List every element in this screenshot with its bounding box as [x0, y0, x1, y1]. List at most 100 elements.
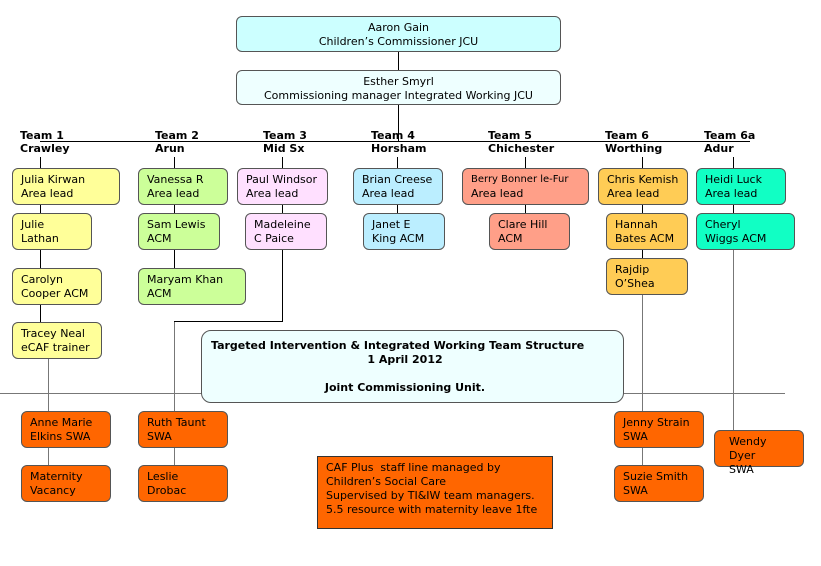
staff-box[interactable]: Tracey Neal eCAF trainer — [12, 322, 102, 359]
staff-name: Cheryl — [705, 218, 741, 231]
staff-name: Suzie Smith — [623, 470, 689, 483]
staff-box[interactable]: Cheryl Wiggs ACM — [696, 213, 795, 250]
team-header-3: Team 3 Mid Sx — [263, 129, 307, 155]
staff-role: ACM — [498, 232, 523, 245]
team-area: Worthing — [605, 142, 663, 155]
connector-line — [174, 321, 283, 322]
team-area: Chichester — [488, 142, 555, 155]
team-bar-line — [40, 141, 750, 142]
title-line-1: Targeted Intervention & Integrated Worki… — [211, 339, 585, 352]
swa-box[interactable]: Anne Marie Elkins SWA — [21, 411, 111, 448]
chart-title-box: Targeted Intervention & Integrated Worki… — [201, 330, 624, 403]
team-area: Mid Sx — [263, 142, 305, 155]
staff-role: Cooper ACM — [21, 287, 89, 300]
staff-box[interactable]: Janet E King ACM — [363, 213, 445, 250]
staff-box[interactable]: Sam Lewis ACM — [138, 213, 220, 250]
staff-box[interactable]: Julie Lathan — [12, 213, 92, 250]
staff-role: Area lead — [471, 187, 524, 200]
commissioner-box[interactable]: Aaron Gain Children’s Commissioner JCU — [236, 16, 561, 52]
staff-name: Heidi Luck — [705, 173, 762, 186]
staff-name: Rajdip — [615, 263, 650, 276]
team-label: Team 5 — [488, 129, 532, 142]
staff-name: Maternity — [30, 470, 83, 483]
staff-role: O’Shea — [615, 277, 655, 290]
staff-name: Brian Creese — [362, 173, 433, 186]
staff-box[interactable]: Carolyn Cooper ACM — [12, 268, 102, 305]
person-role: Children’s Commissioner JCU — [318, 35, 479, 48]
staff-role: Wiggs ACM — [705, 232, 767, 245]
swa-box[interactable]: Jenny Strain SWA — [614, 411, 704, 448]
team-header-2: Team 2 Arun — [155, 129, 199, 155]
staff-box[interactable]: Clare Hill ACM — [489, 213, 570, 250]
staff-role: Area lead — [705, 187, 758, 200]
team-label: Team 1 — [20, 129, 64, 142]
staff-box[interactable]: Heidi Luck Area lead — [696, 168, 786, 205]
team-header-6a: Team 6a Adur — [704, 129, 755, 155]
team-header-5: Team 5 Chichester — [488, 129, 554, 155]
staff-role: Elkins SWA — [30, 430, 91, 443]
staff-box[interactable]: Chris Kemish Area lead — [598, 168, 688, 205]
person-name: Aaron Gain — [367, 21, 430, 34]
team-label: Team 4 — [371, 129, 415, 142]
commissioning-manager-box[interactable]: Esther Smyrl Commissioning manager Integ… — [236, 70, 561, 105]
staff-name: Leslie — [147, 470, 179, 483]
staff-name: Carolyn — [21, 273, 63, 286]
staff-box[interactable]: Paul Windsor Area lead — [237, 168, 328, 205]
team-header-1: Team 1 Crawley — [20, 129, 69, 155]
staff-name: Julie — [21, 218, 45, 231]
team-area: Arun — [155, 142, 185, 155]
swa-box[interactable]: Wendy Dyer SWA — [714, 430, 804, 476]
staff-box[interactable]: Hannah Bates ACM — [606, 213, 688, 250]
staff-role: Area lead — [246, 187, 299, 200]
caf-plus-note: CAF Plus staff line managed by Children’… — [317, 456, 553, 529]
staff-name: Julia Kirwan — [21, 173, 86, 186]
staff-role: Area lead — [607, 187, 660, 200]
staff-box[interactable]: Maryam Khan ACM — [138, 268, 246, 305]
swa-box[interactable]: Leslie Drobac — [138, 465, 228, 502]
swa-box[interactable]: Ruth Taunt SWA — [138, 411, 228, 448]
staff-role: ACM — [147, 232, 172, 245]
staff-name: Jenny Strain — [623, 416, 690, 429]
staff-name: Berry Bonner le-Fur — [471, 174, 569, 185]
staff-name: Chris Kemish — [607, 173, 679, 186]
connector-line — [642, 293, 643, 465]
staff-role: Lathan — [21, 232, 59, 245]
staff-name: Tracey Neal — [21, 327, 85, 340]
staff-name: Vanessa R — [147, 173, 204, 186]
staff-role: Drobac — [147, 484, 187, 497]
staff-role: C Paice — [254, 232, 294, 245]
staff-role: SWA — [729, 463, 754, 476]
connector-line — [642, 157, 643, 259]
team-header-4: Team 4 Horsham — [371, 129, 426, 155]
note-line: CAF Plus staff line managed by — [326, 461, 501, 474]
connector-line — [733, 249, 734, 431]
staff-box[interactable]: Julia Kirwan Area lead — [12, 168, 120, 205]
staff-box[interactable]: Madeleine C Paice — [245, 213, 327, 250]
person-name: Esther Smyrl — [363, 75, 434, 88]
staff-box[interactable]: Brian Creese Area lead — [353, 168, 443, 205]
swa-box[interactable]: Maternity Vacancy — [21, 465, 111, 502]
staff-name: Maryam Khan — [147, 273, 224, 286]
note-line: Supervised by TI&IW team managers. — [326, 489, 535, 502]
staff-role: King ACM — [372, 232, 425, 245]
staff-role: Area lead — [362, 187, 415, 200]
connector-line — [398, 52, 399, 70]
staff-role: ACM — [147, 287, 172, 300]
staff-box[interactable]: Vanessa R Area lead — [138, 168, 228, 205]
staff-name: Janet E — [372, 218, 411, 231]
staff-box[interactable]: Rajdip O’Shea — [606, 258, 688, 295]
staff-name: Wendy Dyer — [729, 435, 767, 462]
connector-line — [398, 104, 399, 142]
staff-role: Area lead — [147, 187, 200, 200]
team-label: Team 6 — [605, 129, 649, 142]
staff-box[interactable]: Berry Bonner le-Fur Area lead — [462, 168, 589, 205]
team-label: Team 2 — [155, 129, 199, 142]
swa-box[interactable]: Suzie Smith SWA — [614, 465, 704, 502]
staff-name: Madeleine — [254, 218, 311, 231]
team-header-6: Team 6 Worthing — [605, 129, 662, 155]
staff-role: SWA — [147, 430, 172, 443]
connector-line — [174, 322, 175, 465]
staff-name: Paul Windsor — [246, 173, 318, 186]
staff-role: SWA — [623, 430, 648, 443]
staff-name: Anne Marie — [30, 416, 93, 429]
